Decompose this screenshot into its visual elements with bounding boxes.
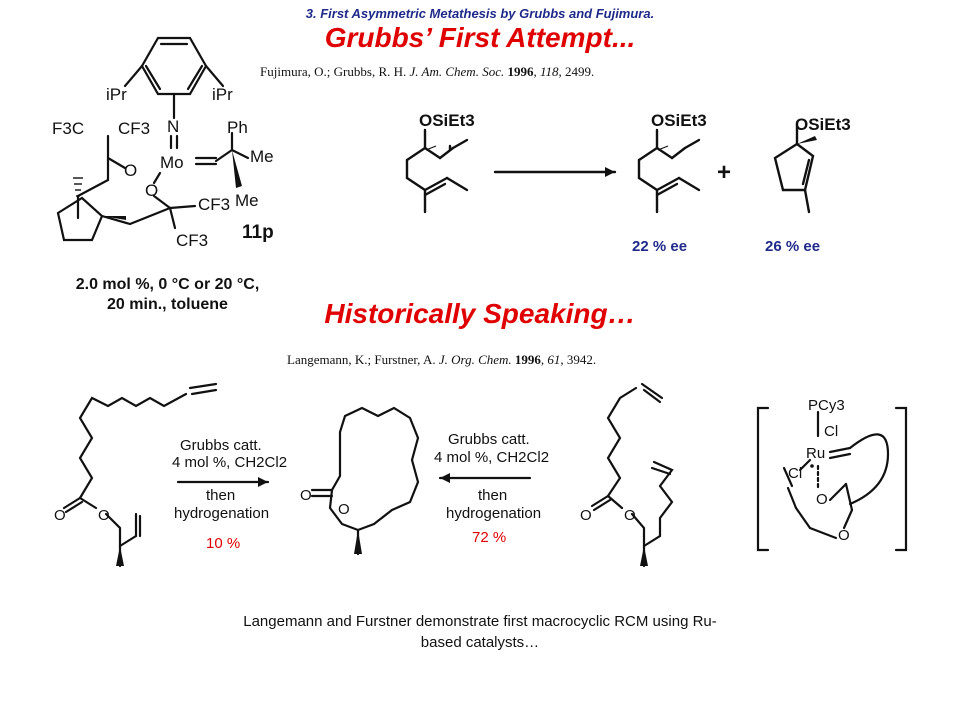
- slide-title: Grubbs’ First Attempt...: [324, 22, 636, 53]
- catalyst-label: 11p: [242, 222, 274, 243]
- right-yield: 72 %: [472, 529, 506, 546]
- chloride-label-2: Cl: [788, 465, 802, 482]
- ref2-authors: Langemann, K.; Furstner, A.: [287, 352, 436, 367]
- left-reagent-line-2: 4 mol %, CH2Cl2: [172, 454, 287, 471]
- left-ester-o-1: O: [54, 507, 66, 524]
- cf3-top-right-label: CF3: [118, 119, 150, 138]
- right-ester-o-2: O: [624, 507, 636, 524]
- ref1-authors: Fujimura, O.; Grubbs, R. H.: [260, 64, 407, 79]
- right-then-label: then: [478, 487, 507, 504]
- reference-fujimura: Fujimura, O.; Grubbs, R. H. J. Am. Chem.…: [260, 64, 595, 79]
- ru-complex-o-1: O: [816, 491, 828, 508]
- reference-langemann: Langemann, K.; Furstner, A. J. Org. Chem…: [287, 352, 597, 367]
- oxygen-label-2: O: [145, 181, 158, 200]
- ref1-volume: 118: [539, 64, 559, 79]
- ipr-left-label: iPr: [106, 85, 127, 104]
- slide-footer-caption: Langemann and Furstner demonstrate first…: [170, 611, 790, 653]
- product1-osiet3-label: OSiEt3: [651, 111, 707, 130]
- phenyl-label: Ph: [227, 118, 248, 137]
- right-reagent-line-1: Grubbs catt.: [448, 431, 530, 448]
- methyl-label-2: Me: [235, 191, 259, 210]
- ref2-pages: 3942.: [566, 352, 597, 367]
- left-reagent-line-1: Grubbs catt.: [180, 437, 262, 454]
- section-title-historically: Historically Speaking…: [324, 298, 636, 329]
- left-hydrogenation-label: hydrogenation: [174, 505, 269, 522]
- oxygen-label-1: O: [124, 161, 137, 180]
- cf3-bottom-right-label: CF3: [198, 195, 230, 214]
- substrate-osiet3-label: OSiEt3: [419, 111, 475, 130]
- ee-product-2: 26 % ee: [765, 238, 821, 255]
- ru-complex-o-2: O: [838, 527, 850, 544]
- ref1-year: 1996: [507, 64, 534, 79]
- schrock-catalyst-structure: iPr iPr N Mo F3C CF3 O O Ph Me Me CF3 CF…: [52, 36, 274, 250]
- nitrogen-label: N: [167, 117, 179, 136]
- pcy3-label: PCy3: [808, 397, 845, 414]
- cf3-top-left-label: F3C: [52, 119, 84, 138]
- macrocycle-o-1: O: [300, 487, 312, 504]
- macrocycle-o-2: O: [338, 501, 350, 518]
- cf3-bottom-label: CF3: [176, 231, 208, 250]
- chloride-label-1: Cl: [824, 423, 838, 440]
- product2-osiet3-label: OSiEt3: [795, 115, 851, 134]
- ref1-pages: 2499.: [565, 64, 595, 79]
- footer-line-2: based catalysts…: [420, 634, 540, 651]
- ref2-volume: 61: [547, 352, 561, 367]
- ee-product-1: 22 % ee: [632, 238, 688, 255]
- molybdenum-label: Mo: [160, 153, 184, 172]
- right-reagent-line-2: 4 mol %, CH2Cl2: [434, 449, 549, 466]
- ref1-journal: J. Am. Chem. Soc.: [409, 64, 505, 79]
- left-then-label: then: [206, 487, 235, 504]
- ruthenium-label: Ru: [806, 445, 825, 462]
- right-ester-o-1: O: [580, 507, 592, 524]
- reaction-conditions: 2.0 mol %, 0 °C or 20 °C, 20 min., tolue…: [30, 275, 305, 315]
- left-yield: 10 %: [206, 535, 240, 552]
- slide-subtitle: 3. First Asymmetric Metathesis by Grubbs…: [305, 6, 655, 21]
- methyl-label-1: Me: [250, 147, 274, 166]
- left-ester-o-2: O: [98, 507, 110, 524]
- macrocyclic-rcm-scheme: O O O O O O Grubbs catt. 4 mol %, CH2Cl2…: [54, 382, 908, 568]
- arcm-reaction-scheme: OSiEt3 OSiEt3 OSiEt3 +: [405, 111, 851, 214]
- conditions-line-1: 2.0 mol %, 0 °C or 20 °C,: [75, 276, 260, 293]
- plus-sign: +: [717, 159, 731, 186]
- ipr-right-label: iPr: [212, 85, 233, 104]
- conditions-line-2: 20 min., toluene: [107, 296, 228, 313]
- right-hydrogenation-label: hydrogenation: [446, 505, 541, 522]
- footer-line-1: Langemann and Furstner demonstrate first…: [243, 613, 717, 630]
- ref2-year: 1996: [514, 352, 541, 367]
- ref2-journal: J. Org. Chem.: [438, 352, 512, 367]
